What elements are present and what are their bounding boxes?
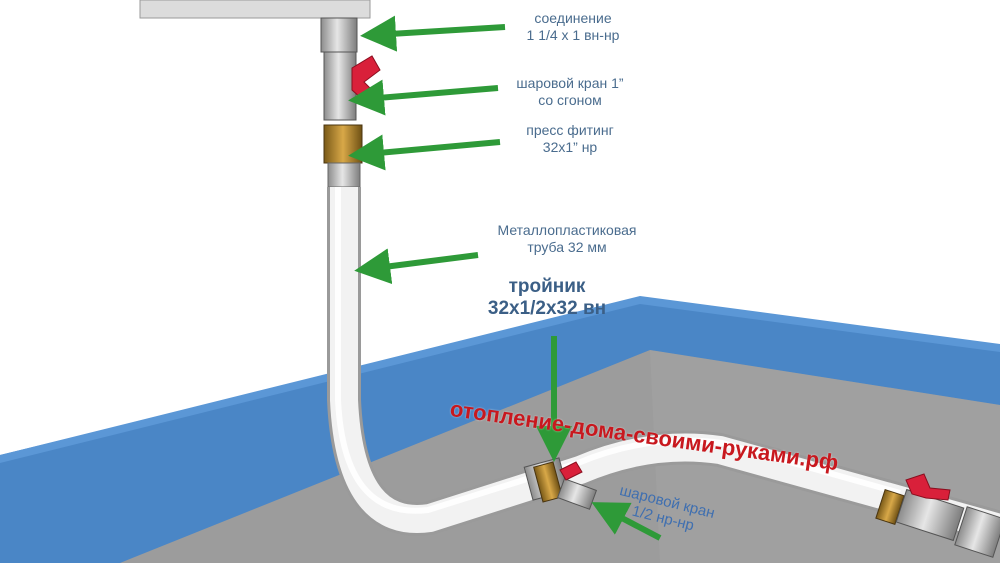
right-brass-fitting xyxy=(875,489,905,525)
label-pipe: Металлопластиковая труба 32 мм xyxy=(482,222,652,256)
label-connection-line2: 1 1/4 х 1 вн-нр xyxy=(526,27,620,43)
right-valve-handle xyxy=(905,473,951,501)
label-press-fitting-line1: пресс фитинг xyxy=(526,122,614,138)
label-tee-line2: 32х1/2х32 вн xyxy=(487,298,607,319)
label-connection: соединение 1 1/4 х 1 вн-нр xyxy=(498,10,648,44)
label-connection-line1: соединение xyxy=(534,10,612,26)
right-union xyxy=(954,506,1000,558)
label-tee: тройник 32х1/2х32 вн xyxy=(462,276,632,320)
tee-brass-core xyxy=(533,461,563,503)
press-fitting xyxy=(323,124,363,164)
label-ball-valve: шаровой кран 1” со сгоном xyxy=(490,75,650,109)
label-tee-line1: тройник xyxy=(508,276,586,297)
press-fitting-sleeve xyxy=(327,162,361,188)
label-pipe-line1: Металлопластиковая xyxy=(497,222,637,238)
label-press-fitting: пресс фитинг 32х1” нр xyxy=(495,122,645,156)
small-valve-handle xyxy=(559,461,583,481)
ball-valve-body xyxy=(323,51,357,121)
label-press-fitting-line2: 32х1” нр xyxy=(542,139,598,155)
arrow-pipe xyxy=(354,248,479,285)
boiler-body xyxy=(139,0,371,19)
label-ball-valve-line1: шаровой кран 1” xyxy=(516,75,624,91)
small-valve-body xyxy=(556,478,598,510)
arrow-connection xyxy=(360,15,506,52)
connection-fitting xyxy=(320,17,358,53)
label-ball-valve-line2: со сгоном xyxy=(538,92,602,108)
arrow-press-fitting xyxy=(348,134,501,171)
arrow-small-valve xyxy=(591,502,662,541)
label-pipe-line2: труба 32 мм xyxy=(527,239,607,255)
arrow-ball-valve xyxy=(348,79,499,116)
